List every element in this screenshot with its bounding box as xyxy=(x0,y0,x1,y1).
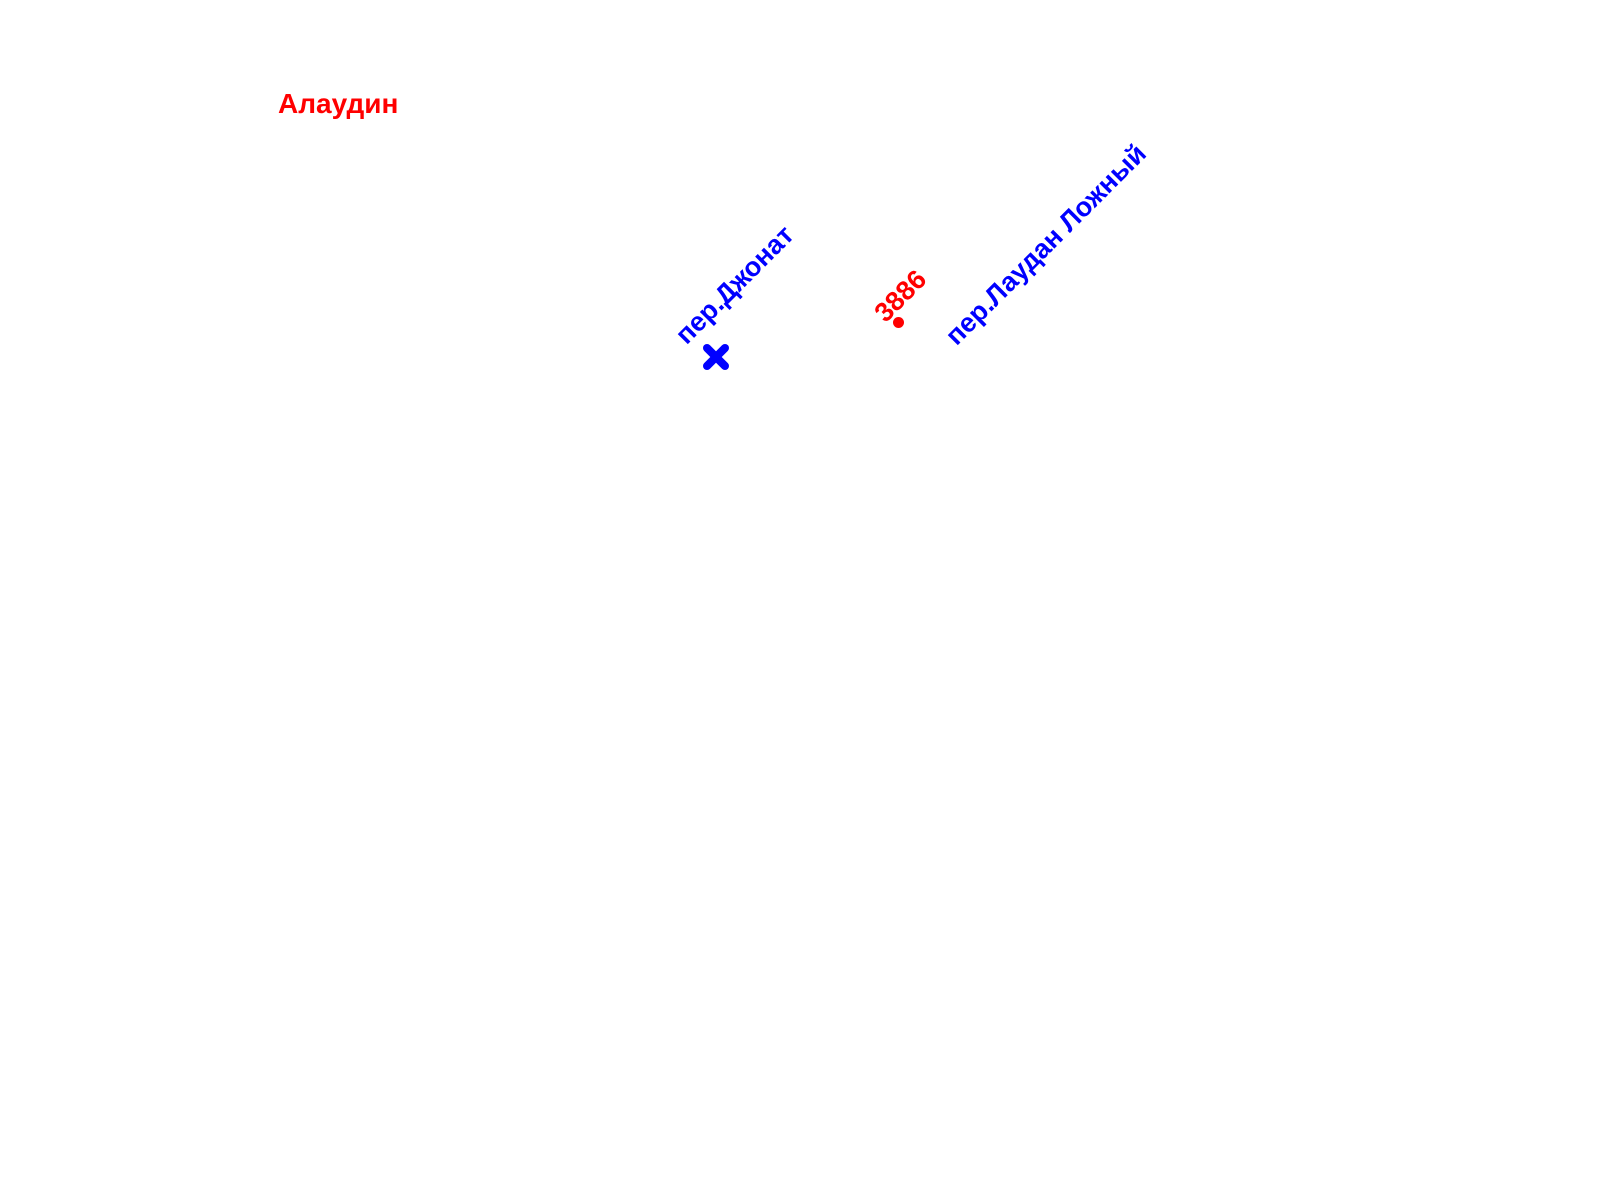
dot-icon[interactable] xyxy=(893,317,904,328)
street-label-1: пер.Джонат xyxy=(669,219,800,350)
street-label-2: пер.Лаудан Ложный xyxy=(939,138,1152,351)
x-cross-icon[interactable] xyxy=(701,342,731,372)
place-label: Алаудин xyxy=(278,88,399,119)
